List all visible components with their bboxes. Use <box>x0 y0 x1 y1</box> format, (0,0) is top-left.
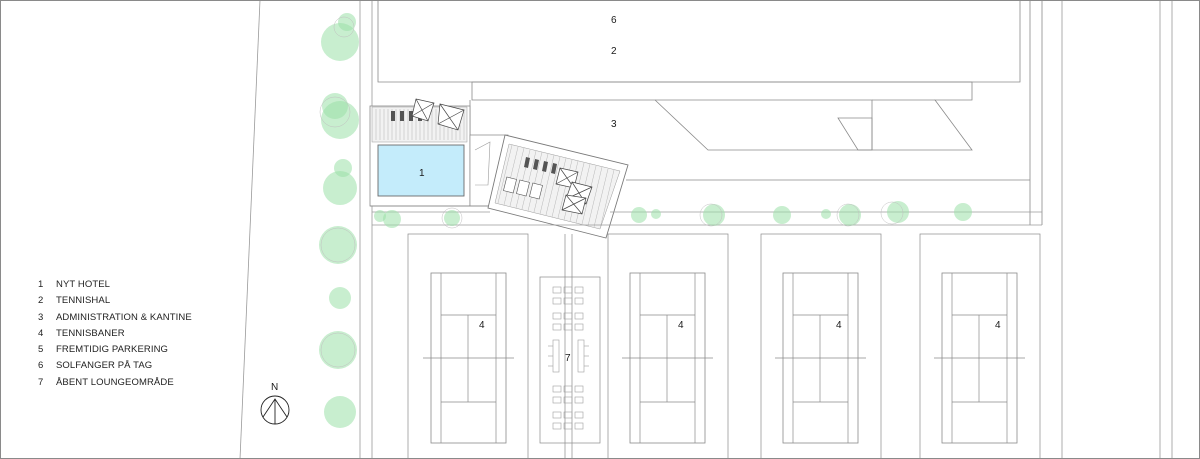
label-tennis-hall: 2 <box>611 46 617 57</box>
legend-item: 2 TENNISHAL <box>38 293 192 309</box>
legend-number: 1 <box>38 279 44 290</box>
tennis-court <box>407 233 529 459</box>
legend-number: 2 <box>38 295 44 307</box>
lounge-area <box>539 234 601 459</box>
admin-building <box>469 81 1030 181</box>
tennis-court <box>607 233 729 459</box>
pool <box>377 144 465 197</box>
legend-label: TENNISBANER <box>56 327 125 339</box>
tennis-court <box>760 233 882 459</box>
tennis-court <box>919 233 1041 459</box>
label-lounge: 7 <box>565 353 571 364</box>
legend-item: 4 TENNISBANER <box>38 326 192 342</box>
legend-number: 7 <box>38 376 44 388</box>
north-arrow-icon: N <box>260 382 290 425</box>
road-lines <box>239 0 1173 459</box>
legend-number: 5 <box>38 344 44 356</box>
tennis-courts <box>407 233 1041 459</box>
label-court-4: 4 <box>995 320 1001 331</box>
legend-number: 3 <box>38 311 44 323</box>
tree-outlines <box>319 16 904 368</box>
legend-label: TENNISHAL <box>56 295 111 307</box>
label-court-2: 4 <box>678 320 684 331</box>
umbrella-icon <box>555 167 593 215</box>
hotel-wing <box>487 134 629 239</box>
legend: 1 NYT HOTEL 2 TENNISHAL 3 ADMINISTRATION & … <box>38 277 192 391</box>
legend-item: 6 SOLFANGER PÅ TAG <box>38 358 192 374</box>
north-label: N <box>271 382 278 393</box>
legend-label: ADMINISTRATION & KANTINE <box>56 311 192 323</box>
legend-label: FREMTIDIG PARKERING <box>56 344 169 356</box>
legend-number: 6 <box>38 360 44 372</box>
legend-label: SOLFANGER PÅ TAG <box>56 360 153 372</box>
umbrella-icon <box>411 98 465 131</box>
hotel-building <box>369 98 509 207</box>
label-court-1: 4 <box>479 320 485 331</box>
label-admin: 3 <box>611 119 617 130</box>
label-court-3: 4 <box>836 320 842 331</box>
legend-item: 3 ADMINISTRATION & KANTINE <box>38 310 192 326</box>
legend-item: 5 FREMTIDIG PARKERING <box>38 342 192 358</box>
legend-label: NYT HOTEL <box>56 279 111 290</box>
legend-item: 7 ÅBENT LOUNGEOMRÅDE <box>38 375 192 391</box>
legend-label: ÅBENT LOUNGEOMRÅDE <box>56 376 174 388</box>
trees <box>319 13 972 428</box>
label-hotel: 1 <box>419 168 425 179</box>
legend-number: 4 <box>38 327 44 339</box>
legend-item: 1 NYT HOTEL <box>38 277 192 293</box>
label-solar-roof: 6 <box>611 15 617 26</box>
